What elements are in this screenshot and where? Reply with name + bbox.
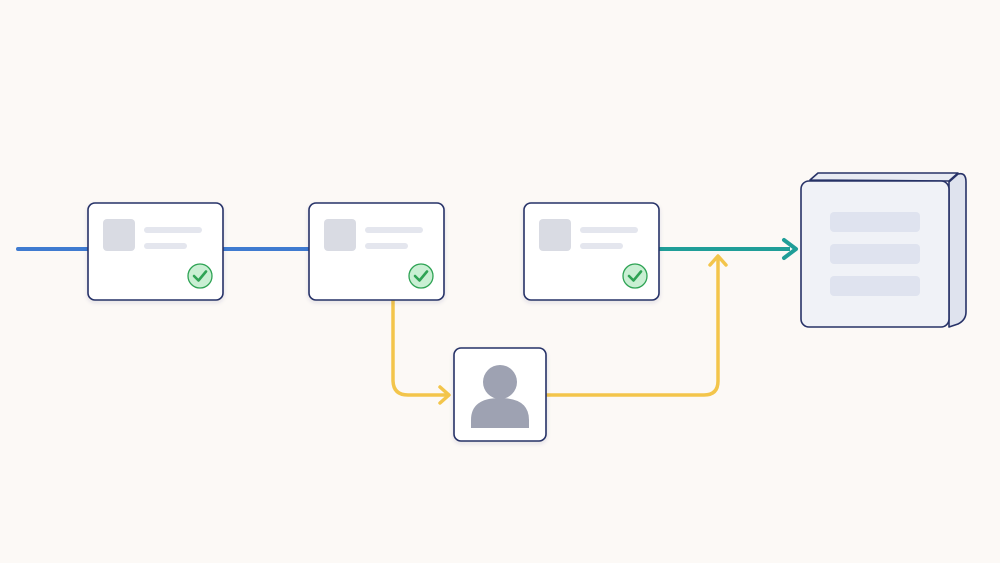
card-text-line bbox=[580, 243, 623, 249]
branch-line-return bbox=[545, 258, 720, 397]
reviewer-node[interactable] bbox=[453, 347, 547, 442]
card-text-line bbox=[144, 227, 202, 233]
destination-node[interactable] bbox=[800, 172, 967, 328]
check-icon bbox=[622, 263, 648, 289]
server-top-face bbox=[809, 172, 959, 182]
server-side-face bbox=[948, 172, 967, 328]
card-text-line bbox=[365, 243, 408, 249]
card-text-line bbox=[144, 243, 187, 249]
flow-arrowhead bbox=[782, 238, 798, 260]
step-card-2[interactable] bbox=[308, 202, 445, 301]
list-icon bbox=[830, 212, 920, 296]
card-thumbnail bbox=[324, 219, 356, 251]
person-icon bbox=[471, 365, 529, 428]
check-icon bbox=[187, 263, 213, 289]
branch-arrowhead-reviewer bbox=[438, 385, 451, 405]
branch-line-to-reviewer bbox=[391, 298, 448, 397]
card-thumbnail bbox=[539, 219, 571, 251]
card-text-line bbox=[365, 227, 423, 233]
card-thumbnail bbox=[103, 219, 135, 251]
card-text-line bbox=[580, 227, 638, 233]
branch-arrowhead-return bbox=[708, 254, 728, 267]
step-card-1[interactable] bbox=[87, 202, 224, 301]
check-icon bbox=[408, 263, 434, 289]
step-card-3[interactable] bbox=[523, 202, 660, 301]
